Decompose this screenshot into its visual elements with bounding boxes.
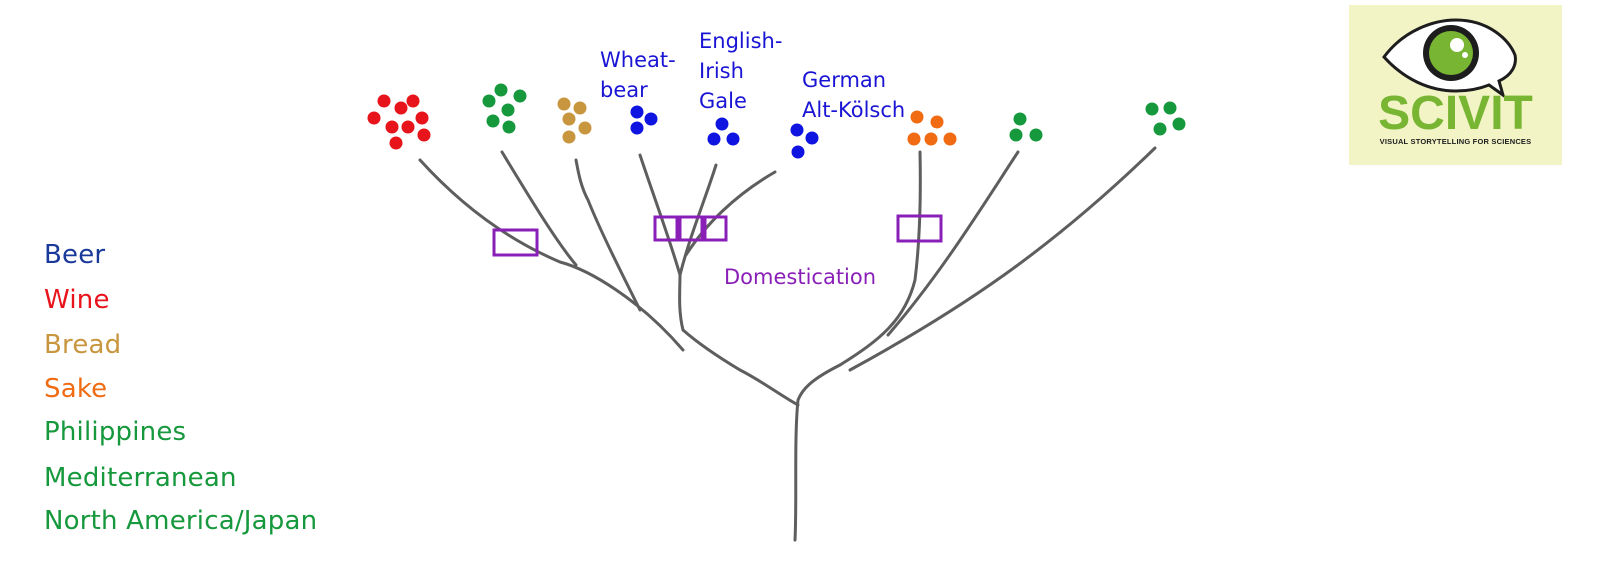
organism-dot xyxy=(415,111,429,125)
logo-wordmark: SCIVIT xyxy=(1378,87,1533,140)
beer-stem-branch xyxy=(678,273,685,332)
organism-dot xyxy=(726,132,740,146)
organism-dot xyxy=(707,132,721,146)
domestication-marker-sake xyxy=(896,214,943,243)
tree-branches xyxy=(418,146,1157,542)
mediterranean-branch xyxy=(886,150,1020,337)
domestication-markers xyxy=(492,214,943,257)
organism-dot xyxy=(389,136,403,150)
legend-item: Philippines xyxy=(44,417,187,447)
dot-cluster-beer1 xyxy=(630,105,658,135)
domestication-marker-wine xyxy=(492,228,539,257)
organism-dot xyxy=(930,115,944,129)
organism-dot xyxy=(943,132,957,146)
organism-dot xyxy=(557,97,571,111)
legend-item: Sake xyxy=(44,374,108,404)
organism-dot xyxy=(502,120,516,134)
organism-dot xyxy=(791,145,805,159)
organism-dot xyxy=(1163,101,1177,115)
right-main-branch xyxy=(838,150,922,367)
dot-cluster-beer2 xyxy=(707,117,740,146)
legend-item: Mediterranean xyxy=(44,463,237,493)
legend-item: Beer xyxy=(44,240,106,270)
legend-item: Bread xyxy=(44,330,122,360)
organism-dot xyxy=(406,94,420,108)
organism-dot xyxy=(1172,117,1186,131)
dot-cluster-philippines xyxy=(482,83,527,134)
dot-cluster-north-america-japan xyxy=(1145,101,1186,136)
english-irish-label: English- Irish Gale xyxy=(699,29,783,113)
english-irish-branch xyxy=(678,163,718,277)
organism-dot xyxy=(630,105,644,119)
organism-dot xyxy=(910,110,924,124)
organism-dot xyxy=(1009,128,1023,142)
organism-dot xyxy=(1153,122,1167,136)
organism-dot xyxy=(501,103,515,117)
organism-dot xyxy=(1029,128,1043,142)
organism-dot xyxy=(907,132,921,146)
legend-item: Wine xyxy=(44,285,110,315)
organism-dot xyxy=(630,121,644,135)
left-main-branch xyxy=(681,328,800,407)
domestication-label: Domestication xyxy=(724,265,877,289)
organism-dot xyxy=(494,83,508,97)
logo-tagline: VISUAL STORYTELLING FOR SCIENCES xyxy=(1379,137,1532,146)
eye-speech-bubble-icon xyxy=(1382,18,1517,99)
dot-cluster-bread xyxy=(557,97,592,144)
wheat-beer-label: Wheat- bear xyxy=(600,48,676,102)
organism-dot xyxy=(805,131,819,145)
organism-dot xyxy=(790,123,804,137)
organism-dot xyxy=(367,111,381,125)
philippines-branch xyxy=(500,150,578,267)
wheat-beer-branch xyxy=(638,153,682,277)
organism-dot xyxy=(394,101,408,115)
organism-dot xyxy=(385,120,399,134)
dot-cluster-wine xyxy=(367,94,431,150)
organism-dot xyxy=(644,112,658,126)
organism-dot xyxy=(513,89,527,103)
legend-item: North America/Japan xyxy=(44,506,318,536)
organism-dot xyxy=(1013,112,1027,126)
trunk-branch xyxy=(793,363,842,542)
organism-dot xyxy=(482,94,496,108)
domestication-marker-german-alt xyxy=(703,215,728,242)
organism-dot xyxy=(417,128,431,142)
bread-branch xyxy=(574,158,642,312)
organism-dot xyxy=(578,121,592,135)
organism-dot xyxy=(573,101,587,115)
domestication-marker-wheat-beer xyxy=(653,215,679,242)
wine-branch xyxy=(418,158,685,352)
organism-dot xyxy=(562,130,576,144)
clade-dot-clusters xyxy=(367,83,1186,159)
german-alt-branch xyxy=(684,170,777,257)
organism-dot xyxy=(1145,102,1159,116)
dot-cluster-beer3 xyxy=(790,123,819,159)
north-america-japan-branch xyxy=(848,146,1157,372)
dot-cluster-mediterranean xyxy=(1009,112,1043,142)
organism-dot xyxy=(401,120,415,134)
organism-dot xyxy=(924,132,938,146)
dot-cluster-sake xyxy=(907,110,957,146)
organism-dot xyxy=(486,114,500,128)
german-alt-label: German Alt-Kölsch xyxy=(802,68,906,122)
scivit-logo: SCIVIT VISUAL STORYTELLING FOR SCIENCES xyxy=(1349,5,1562,165)
organism-dot xyxy=(377,94,391,108)
organism-dot xyxy=(715,117,729,131)
domestication-marker-english-irish xyxy=(678,215,704,242)
organism-dot xyxy=(562,112,576,126)
